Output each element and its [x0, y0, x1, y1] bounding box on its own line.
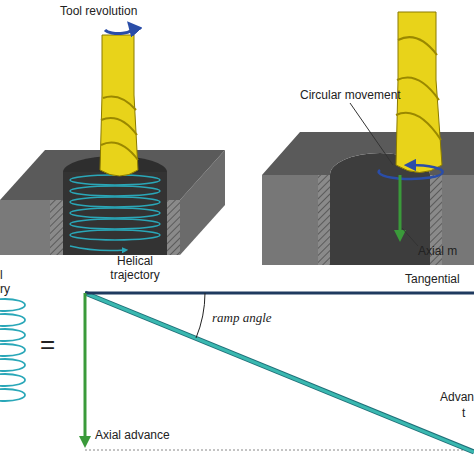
helix-coil — [0, 314, 25, 326]
helix-coil — [0, 344, 25, 356]
helix-sketch — [0, 299, 25, 401]
tangential-label: Tangential — [405, 272, 460, 286]
axial-movement-arrow — [399, 175, 402, 236]
helix-coil — [0, 374, 25, 386]
section-hatch — [50, 200, 63, 255]
helix-coil — [0, 389, 25, 401]
tool-flute — [101, 97, 138, 161]
axial-advance-label: Axial advance — [95, 428, 170, 442]
axial-advance-arrow — [84, 293, 87, 442]
end-mill-tool — [100, 35, 138, 176]
section-hatch — [167, 200, 180, 255]
helix-coil — [70, 197, 160, 207]
baseline — [85, 450, 474, 451]
block-top-face — [262, 132, 474, 175]
leader-line — [350, 103, 393, 165]
end-mill-tool — [396, 12, 442, 173]
axial-movement-label: Axial m — [418, 244, 457, 258]
tool-body — [396, 12, 442, 173]
advance-label: t — [462, 406, 465, 420]
circular-movement-label: Circular movement — [300, 88, 401, 102]
advance-line-outline — [85, 293, 474, 452]
advance-line — [85, 293, 474, 452]
helix-coil — [70, 219, 160, 229]
advance-label: Advan — [440, 390, 474, 404]
cut-label: l — [0, 268, 3, 282]
cut-label: ry — [0, 282, 10, 296]
equals-sign: = — [40, 330, 55, 358]
ramp-angle-arc — [196, 293, 205, 338]
tool-body — [100, 35, 138, 176]
block-front-face — [262, 175, 330, 265]
helix-coil — [0, 299, 25, 311]
helix-coil — [70, 186, 160, 196]
section-hatch — [318, 175, 330, 265]
helix-coil — [70, 208, 160, 218]
helix-coil — [70, 175, 160, 185]
tool-flute — [396, 37, 441, 140]
rotation-arrow — [105, 27, 133, 34]
workpiece-block — [262, 132, 474, 265]
tangential-line — [85, 292, 474, 295]
helix-coil — [0, 359, 25, 371]
helix-coil — [0, 329, 25, 341]
tool-revolution-label: Tool revolution — [60, 4, 137, 18]
ramp-angle-label: ramp angle — [212, 310, 272, 325]
circular-movement-arrow — [379, 165, 443, 179]
leader-line — [402, 228, 418, 246]
hole-cutaway — [63, 172, 167, 255]
helical-trajectory — [70, 175, 160, 251]
helix-arrow — [70, 246, 125, 251]
helical-trajectory-label: Helical trajectory — [100, 254, 170, 282]
helix-coil — [70, 230, 160, 240]
